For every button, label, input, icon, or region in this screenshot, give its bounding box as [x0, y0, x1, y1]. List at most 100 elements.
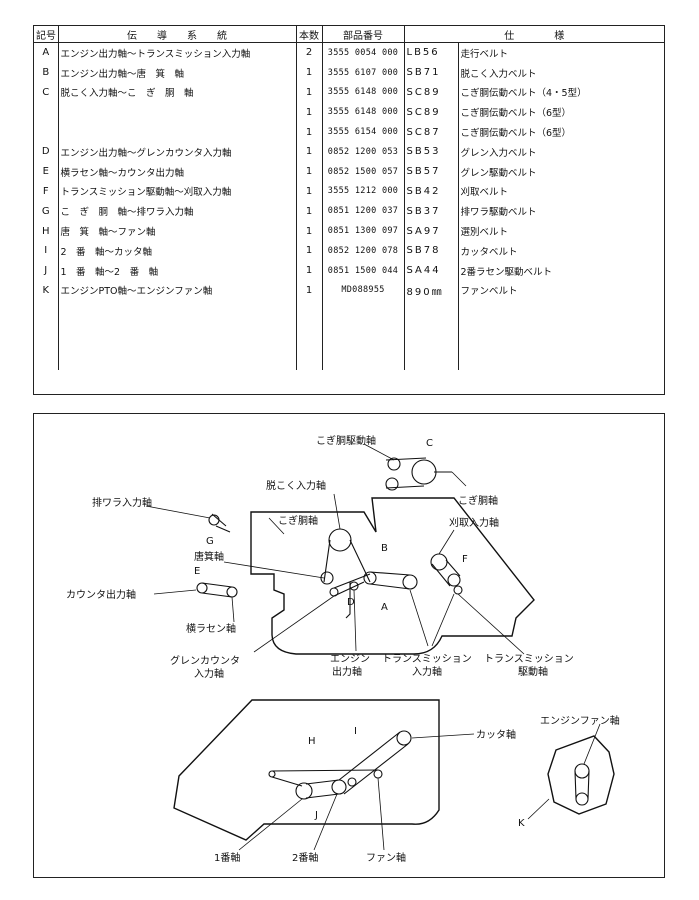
row-part-number: 3555 0054 000: [322, 42, 405, 63]
header-code: 記号: [34, 26, 59, 43]
label-karitori-input: 刈取入力軸: [449, 516, 499, 529]
row-code: J: [34, 260, 59, 281]
row-code: I: [34, 240, 59, 261]
label-tomi: 唐箕軸: [194, 550, 224, 563]
row-transmission: 2 番 軸〜カッタ軸: [58, 240, 297, 261]
row-belt-description: こぎ胴伝動ベルト（6型）: [460, 108, 572, 120]
row-part-number: 0851 1500 044: [322, 260, 405, 281]
row-belt-description: こぎ胴伝動ベルト（6型）: [460, 128, 572, 140]
table-filler-cell: [34, 300, 59, 371]
row-belt-code: SC89: [404, 102, 459, 123]
leader-trans-drive: [457, 593, 525, 655]
engine-pto-pulley: [575, 792, 589, 806]
i-belt: [338, 731, 409, 795]
row-count: 1: [296, 181, 323, 202]
table-filler-cell: [322, 300, 405, 371]
leader-dakkoku: [333, 493, 341, 530]
row-transmission: 脱こく入力軸〜こ ぎ 胴 軸: [58, 82, 297, 103]
row-part-number: 0852 1500 057: [322, 161, 405, 182]
row-belt-description: 排ワラ駆動ベルト: [460, 207, 537, 219]
leader-tomi: [223, 561, 325, 579]
row-belt-code: 890㎜: [404, 280, 459, 301]
label-counter-output: カウンタ出力軸: [66, 588, 136, 601]
row-count: 1: [296, 82, 323, 103]
header-part: 部品番号: [322, 26, 405, 43]
row-code: C: [34, 82, 59, 103]
row-count: 1: [296, 201, 323, 222]
leader-counter: [153, 589, 197, 595]
letter-a: A: [381, 602, 388, 613]
letter-b: B: [381, 543, 388, 554]
label-trans-drive-2: 駆動軸: [518, 665, 548, 678]
label-engine-fan: エンジンファン軸: [540, 714, 620, 727]
label-dakkoku-input: 脱こく入力軸: [266, 479, 326, 492]
row-belt-description: 走行ベルト: [460, 48, 509, 60]
table-filler-cell: [58, 300, 297, 371]
label-trans-drive-1: トランスミッション: [484, 653, 574, 665]
leader-trans-in-2: [431, 593, 455, 647]
letter-h: H: [308, 736, 316, 747]
row-transmission: エンジン出力軸〜唐 箕 軸: [58, 62, 297, 83]
a-belt: [369, 571, 411, 590]
leader-trans-in: [409, 589, 429, 647]
belt-routing-diagram: こぎ胴駆動軸 こぎ胴軸 脱こく入力軸 こぎ胴軸 排ワラ入力軸 刈取入力軸 唐箕軸…: [33, 413, 665, 878]
row-transmission: エンジン出力軸〜グレンカウンタ入力軸: [58, 141, 297, 162]
row-belt-code: SB53: [404, 141, 459, 162]
h-small-pulley: [268, 770, 276, 778]
row-count: 1: [296, 102, 323, 123]
row-count: 1: [296, 221, 323, 241]
row-code: H: [34, 221, 59, 241]
row-belt-code: SB57: [404, 161, 459, 182]
leader-haiwara: [145, 505, 211, 519]
niban-idler: [347, 777, 357, 787]
c-input-pulley: [385, 477, 399, 491]
f-belt: [431, 559, 461, 587]
cutter-pulley: [396, 730, 412, 746]
kogido-drive-pulley: [411, 459, 437, 485]
row-part-number: 0851 1300 097: [322, 221, 405, 241]
label-engine-out-2: 出力軸: [332, 665, 362, 678]
label-kogido: こぎ胴軸: [458, 494, 498, 507]
leader-kogido-inner: [268, 517, 285, 535]
row-count: 1: [296, 122, 323, 142]
label-haiwara-input: 排ワラ入力軸: [92, 496, 152, 509]
e-belt: [201, 582, 233, 598]
row-belt-description: グレン入力ベルト: [460, 147, 537, 159]
header-spec: 仕 様: [404, 26, 664, 43]
yoko-rasen-pulley: [226, 586, 238, 598]
row-part-number: 3555 6148 000: [322, 82, 405, 103]
row-belt-description: 2番ラセン駆動ベルト: [460, 266, 553, 278]
niban-pulley: [331, 779, 347, 795]
leader-kogido: [451, 471, 467, 487]
fan-pulley: [373, 769, 383, 779]
row-belt-description: ファンベルト: [460, 286, 518, 298]
label-ichiban: 1番軸: [214, 851, 240, 864]
row-part-number: 0852 1200 078: [322, 240, 405, 261]
row-belt-code: SB78: [404, 240, 459, 261]
row-belt-description: こぎ胴伝動ベルト（4・5型）: [460, 88, 587, 100]
label-engine-out-1: エンジン: [330, 654, 370, 665]
row-code: [34, 122, 59, 142]
letter-j: J: [314, 810, 318, 821]
label-trans-in-2: 入力軸: [412, 665, 442, 678]
row-count: 1: [296, 280, 323, 301]
row-count: 1: [296, 141, 323, 162]
row-transmission: こ ぎ 胴 軸〜排ワラ入力軸: [58, 201, 297, 222]
row-part-number: 3555 6154 000: [322, 122, 405, 142]
row-transmission: トランスミッション駆動軸〜刈取入力軸: [58, 181, 297, 202]
row-belt-code: SA97: [404, 221, 459, 241]
trans-input-pulley: [402, 574, 418, 590]
diagram-svg: こぎ胴駆動軸 こぎ胴軸 脱こく入力軸 こぎ胴軸 排ワラ入力軸 刈取入力軸 唐箕軸…: [66, 434, 620, 864]
table-header-row: 記号 伝 導 系 統 本数 部品番号 仕 様: [34, 26, 664, 43]
leader-grain-counter: [253, 595, 335, 653]
row-part-number: 0851 1200 037: [322, 201, 405, 222]
engine-block-outline: [547, 735, 615, 815]
leader-yoko: [231, 596, 235, 623]
